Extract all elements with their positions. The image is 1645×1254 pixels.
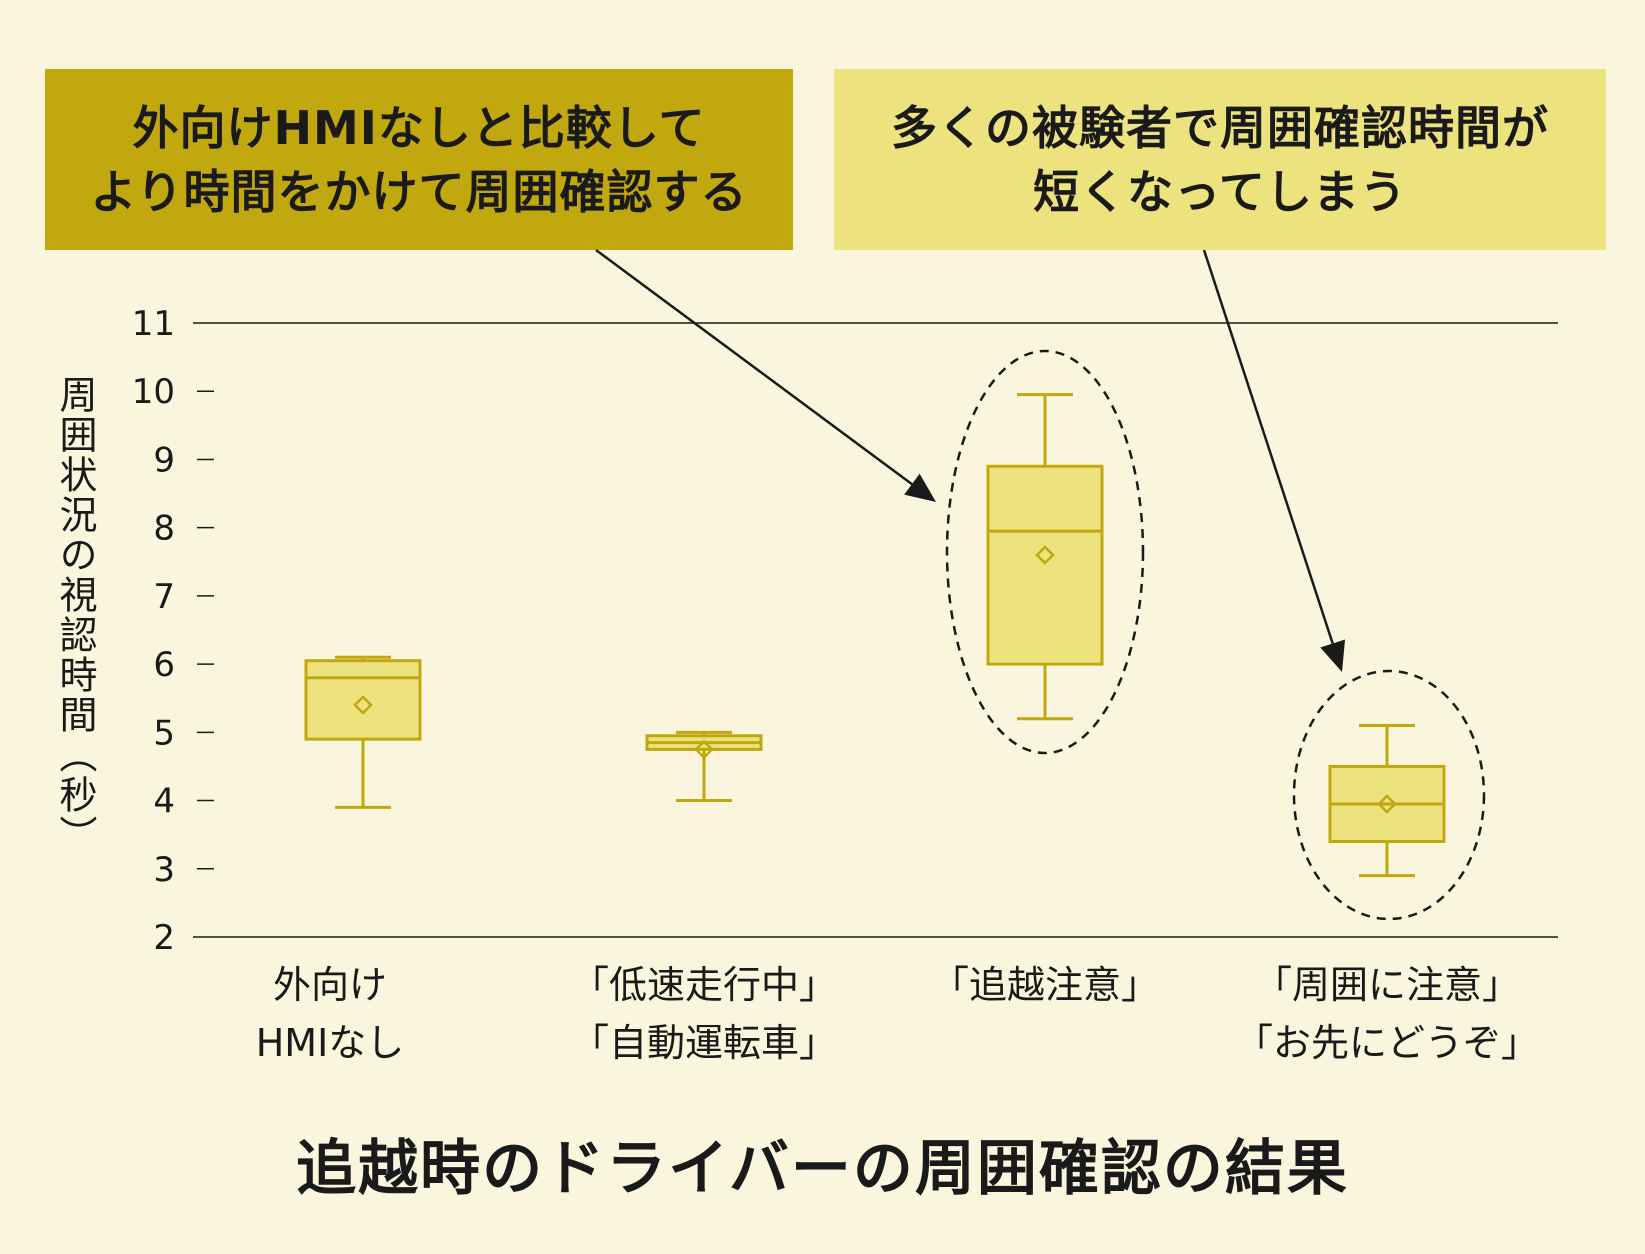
callout-arrows — [595, 248, 1346, 672]
arrow-line — [1202, 249, 1334, 644]
x-category-label-line2: HMIなし — [256, 1021, 405, 1065]
highlight-ellipse — [945, 349, 1145, 755]
y-tick-label: 4 — [153, 782, 175, 822]
highlight-ellipse — [1292, 669, 1486, 921]
y-tick-label: 5 — [153, 713, 175, 753]
arrow-head — [904, 473, 936, 502]
highlight-ellipses — [945, 349, 1486, 921]
x-category-label-line2: 「自動運転車」 — [571, 1021, 837, 1065]
box-iqr — [304, 659, 422, 741]
x-category-label-line2: 「お先にどうぞ」 — [1235, 1021, 1539, 1065]
y-tick-label: 7 — [153, 577, 175, 617]
callout-right-line1: 多くの被験者で周囲確認時間が — [891, 100, 1549, 155]
mean-marker — [353, 695, 373, 715]
box-plot-item — [645, 730, 763, 803]
callout-left: 外向けHMIなしと比較して より時間をかけて周囲確認する — [45, 69, 793, 250]
y-tick-label: 3 — [153, 850, 175, 890]
callout-left-line2: より時間をかけて周囲確認する — [90, 164, 748, 219]
category-labels: 外向け HMIなし 「低速走行中」「自動運転車」 「追越注意」 「周囲に注意」「お先にど… — [256, 963, 1539, 1065]
x-category-label-line1: 「周囲に注意」 — [1254, 963, 1520, 1007]
y-tick-label: 6 — [153, 645, 175, 685]
y-tick-label: 11 — [132, 304, 175, 344]
callout-right: 多くの被験者で周囲確認時間が 短くなってしまう — [834, 69, 1606, 250]
x-category-label-line1: 「追越注意」 — [931, 963, 1159, 1007]
y-tick-label: 10 — [132, 372, 175, 412]
box-iqr — [986, 464, 1104, 666]
boxes — [304, 393, 1446, 878]
x-category-label-line1: 外向け — [273, 963, 387, 1007]
chart-title: 追越時のドライバーの周囲確認の結果 — [296, 1134, 1349, 1204]
mean-marker — [694, 739, 714, 760]
y-axis-label: 周囲状況の視認時間（秒） — [53, 375, 97, 855]
x-category-label-line1: 「低速走行中」 — [571, 963, 837, 1007]
y-tick-label: 2 — [153, 918, 175, 958]
box-plot-item — [304, 655, 422, 809]
mean-marker — [1035, 545, 1055, 565]
y-tick-label: 8 — [153, 509, 175, 549]
axes: 2 3 4 5 6 7 8 9 10 11 — [132, 304, 1558, 958]
arrow-line — [595, 248, 913, 486]
mean-marker — [1377, 794, 1397, 814]
box-plot-item — [986, 393, 1104, 721]
callout-left-line1: 外向けHMIなしと比較して — [132, 100, 706, 155]
box-plot-item — [1328, 724, 1446, 878]
callout-right-line2: 短くなってしまう — [1033, 164, 1407, 219]
y-tick-label: 9 — [153, 440, 175, 480]
arrow-head — [1320, 639, 1346, 672]
